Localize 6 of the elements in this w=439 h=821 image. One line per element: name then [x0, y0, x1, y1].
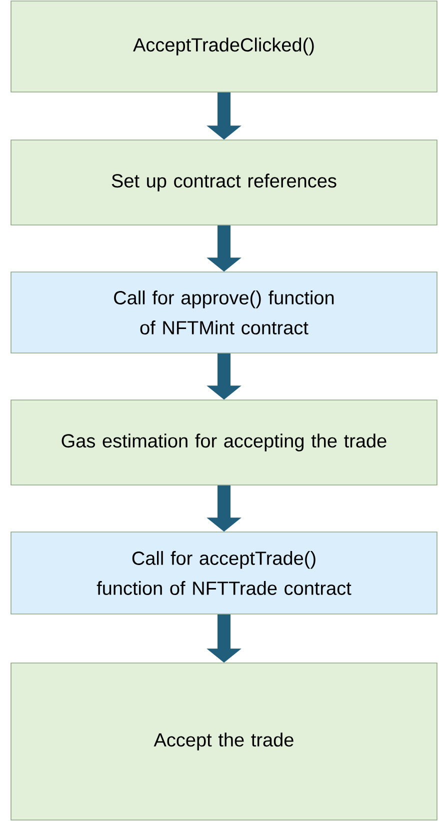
process-box: Accept the trade	[10, 662, 438, 820]
process-box: AcceptTradeClicked()	[10, 0, 438, 92]
process-box: Call for acceptTrade() function of NFTTrade contract	[10, 532, 438, 614]
process-box: Set up contract references	[10, 140, 438, 226]
process-box: Gas estimation for accepting the trade	[10, 400, 438, 486]
process-box: Call for approve() function of NFTMint contract	[10, 272, 438, 354]
